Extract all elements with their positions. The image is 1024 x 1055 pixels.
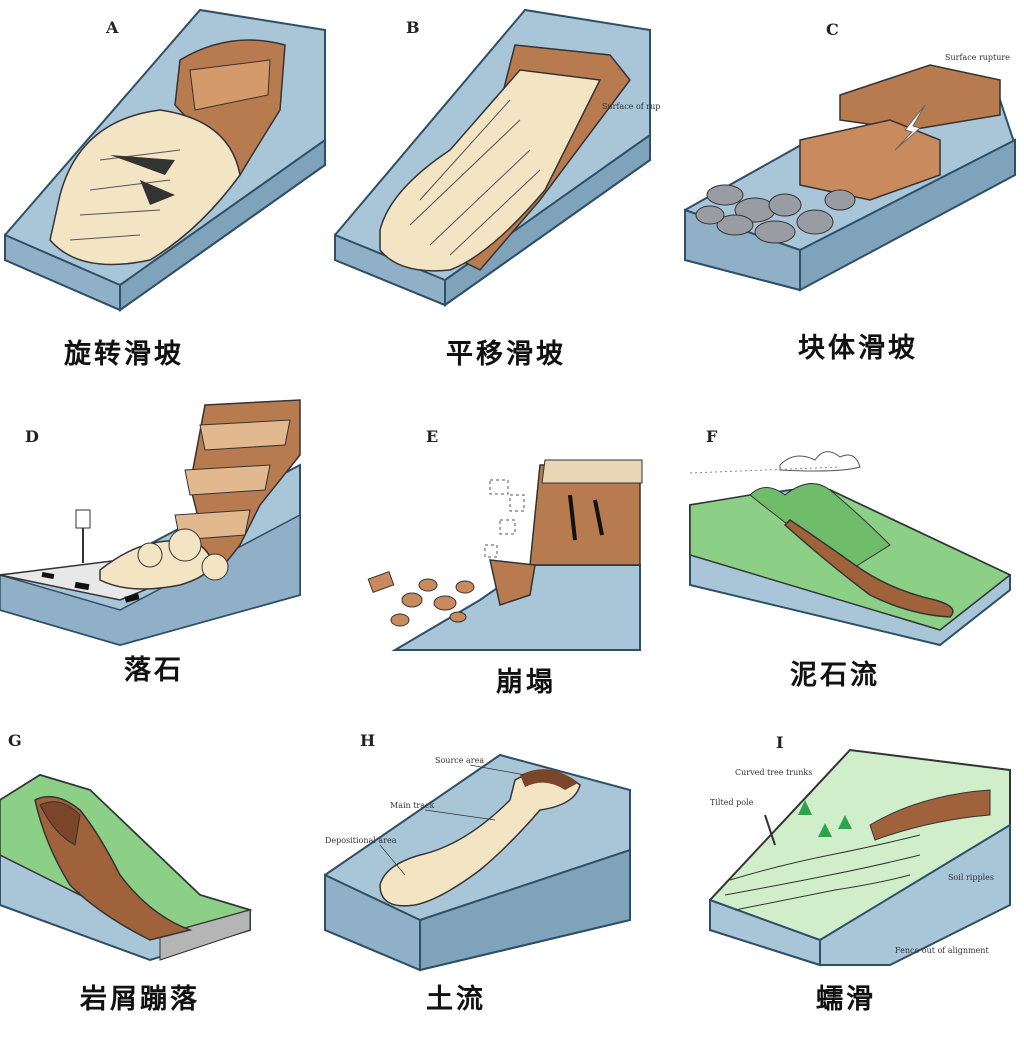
surface-rupture-annotation: Surface of rupture: [602, 102, 660, 111]
creep-illustration: Curved tree trunks Tilted pole Soil ripp…: [709, 748, 1011, 967]
panel-letter: H: [360, 731, 376, 750]
panel-debris-flow: F 泥石流: [689, 395, 1020, 735]
panel-caption: 泥石流: [790, 660, 880, 691]
panel-caption: 旋转滑坡: [64, 339, 184, 370]
panel-caption: 崩塌: [496, 667, 556, 698]
debris-avalanche-illustration: [0, 773, 253, 962]
earthflow-illustration: Source area Main track Depositional area: [324, 753, 631, 972]
panel-creep: I Curved tree trunks Tilted pole Soil ri…: [690, 715, 1020, 1055]
panel-letter: F: [706, 427, 718, 446]
main-track-label: Main track: [390, 801, 435, 810]
panel-letter: G: [8, 731, 22, 750]
debris-flow-illustration: [689, 451, 1012, 647]
panel-letter: B: [406, 18, 420, 37]
panel-caption: 蠕滑: [816, 984, 876, 1015]
panel-letter: A: [106, 18, 119, 37]
soil-ripples-label: Soil ripples: [948, 873, 994, 882]
panel-caption: 岩屑蹦落: [80, 984, 200, 1015]
panel-letter: E: [426, 427, 439, 446]
tilted-pole-label: Tilted pole: [710, 798, 754, 807]
panel-block-slide: C Surface rupture 块体滑坡: [680, 0, 1017, 364]
annotation-label: Surface of rupture: [602, 102, 660, 111]
panel-letter: C: [826, 20, 839, 39]
rotational-slide-illustration: [4, 8, 326, 312]
rockfall-illustration: [0, 399, 301, 647]
panel-caption: 块体滑坡: [798, 333, 918, 364]
panel-caption: 平移滑坡: [446, 339, 566, 370]
fence-label: Fence out of alignment: [895, 946, 989, 955]
source-area-label: Source area: [435, 756, 484, 765]
panel-translational-slide: B Surface of rupture 平移滑坡: [330, 0, 660, 370]
topple-illustration: [367, 459, 643, 651]
block-slide-illustration: Surface rupture: [684, 53, 1017, 292]
panel-earthflow: H Source area Main track Depositional ar…: [320, 715, 650, 1055]
panel-rotational-slide: A 旋转滑坡: [0, 0, 330, 370]
curved-trunks-label: Curved tree trunks: [735, 768, 812, 777]
depositional-area-label: Depositional area: [325, 836, 397, 845]
panel-topple: E 崩塌: [350, 395, 680, 735]
translational-slide-illustration: [334, 8, 651, 307]
panel-caption: 土流: [426, 984, 486, 1015]
surface-rupture-label: Surface rupture: [945, 53, 1010, 62]
panel-rockfall: D 落石: [0, 395, 330, 735]
panel-letter: I: [776, 733, 784, 752]
panel-debris-avalanche: G 岩屑蹦落: [0, 715, 330, 1055]
panel-letter: D: [25, 427, 39, 446]
panel-caption: 落石: [124, 655, 184, 686]
